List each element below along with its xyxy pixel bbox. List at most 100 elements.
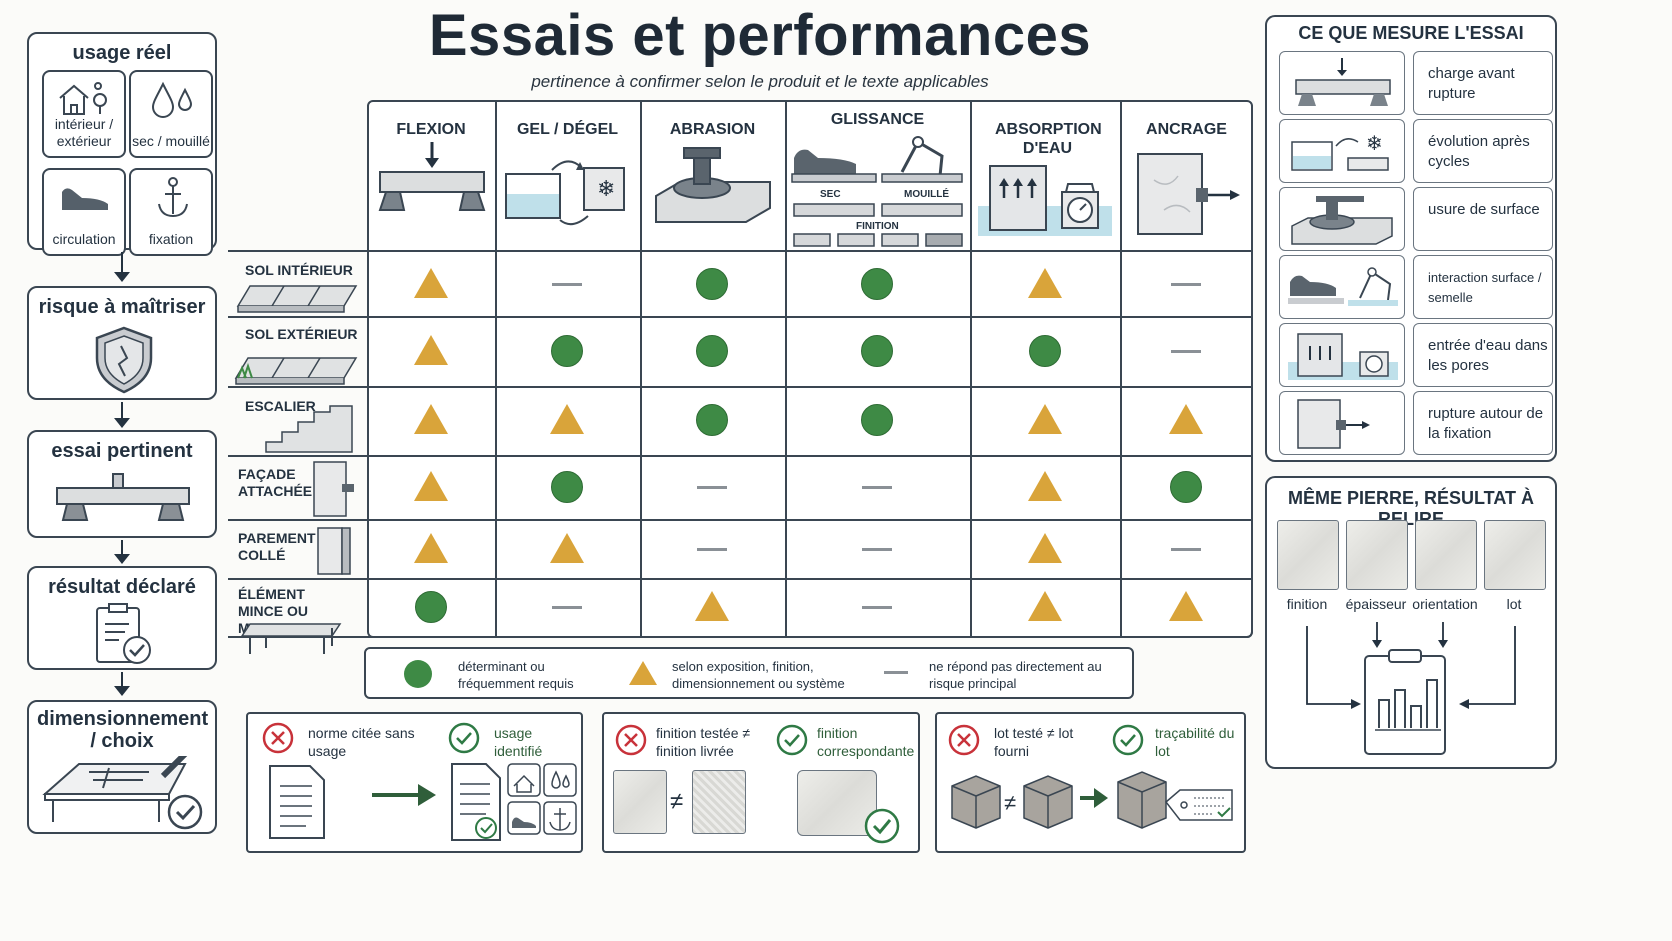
measure-row: ❄ évolution après cycles [1279, 119, 1553, 183]
measure-picture [1279, 391, 1405, 455]
matrix-marker-dash [1171, 350, 1201, 353]
absorption-illustration [978, 165, 1112, 236]
measure-textbox: charge avant rupture [1413, 51, 1553, 115]
arrow-right-icon [372, 784, 436, 806]
matrix-marker-triangle [1169, 591, 1203, 621]
glissance-finition-label: FINITION [856, 221, 899, 232]
box-tag-icon [1117, 771, 1233, 829]
cross-icon [615, 724, 647, 756]
measure-text: interaction surface / semelle [1428, 270, 1542, 305]
outdoor-floor-icon [234, 357, 358, 385]
grid-line [228, 455, 1253, 457]
matrix-marker-triangle [414, 268, 448, 298]
delivered-finish-sample [692, 770, 746, 834]
matrix-marker-triangle [1169, 404, 1203, 434]
legend-circle-icon [404, 660, 432, 688]
step-risque: risque à maîtriser [27, 286, 217, 400]
panel2-bad-text: finition testée ≠ finition livrée [656, 725, 751, 759]
grid-line [228, 519, 1253, 521]
floor-tiles-icon [236, 285, 358, 313]
not-equal-sign: ≠ [670, 788, 684, 815]
step-label: essai pertinent [51, 440, 193, 462]
slip-test-illustration [791, 136, 963, 247]
grid-line [495, 100, 497, 638]
table-furniture-icon [240, 623, 342, 654]
slip-icon [1288, 267, 1398, 306]
matrix-rows-frame [228, 250, 1253, 638]
grid-line [785, 100, 787, 638]
flexion-test-illustration [378, 142, 486, 211]
grid-line [640, 100, 642, 638]
matrix-marker-circle [861, 404, 893, 436]
grid-line [228, 316, 1253, 318]
legend-dash-text: ne répond pas directement au risque prin… [929, 659, 1102, 691]
step-label: risque à maîtriser [38, 296, 206, 318]
matrix-marker-triangle [414, 471, 448, 501]
matrix-marker-dash [552, 606, 582, 609]
legend-box [364, 647, 1134, 699]
document-usage-icon [451, 763, 577, 841]
measure-picture [1279, 323, 1405, 387]
glissance-sec-label: SEC [820, 189, 841, 200]
tile-label: sec / mouillé [132, 133, 210, 149]
stone-sample [1277, 520, 1339, 590]
matrix-marker-dash [862, 606, 892, 609]
matrix-marker-circle [861, 335, 893, 367]
matrix-marker-triangle [414, 335, 448, 365]
flow-arrow [114, 540, 130, 564]
matrix-marker-triangle [1028, 471, 1062, 501]
glissance-mouille-label: MOUILLÉ [904, 189, 949, 200]
matrix-marker-dash [697, 486, 727, 489]
flexion-beam-icon [56, 473, 190, 521]
measure-picture [1279, 51, 1405, 115]
grid-line [970, 100, 972, 638]
matrix-marker-circle [1029, 335, 1061, 367]
measure-textbox: interaction surface / semelle [1413, 255, 1553, 319]
check-icon [448, 722, 480, 754]
tile-circulation: circulation [42, 168, 126, 256]
col-absorption: ABSORPTION D'EAU [995, 121, 1102, 157]
row-label-sol-exterieur: SOL EXTÉRIEUR [245, 326, 358, 342]
check-icon [864, 808, 900, 844]
step-label: résultat déclaré [48, 576, 196, 598]
table-pencil-icon [42, 756, 203, 830]
panel3-good-text: traçabilité du lot [1155, 725, 1235, 759]
tile-fixation: fixation [129, 168, 213, 256]
matrix-marker-circle [415, 591, 447, 623]
freeze-cycle-icon: ❄ [1291, 131, 1389, 171]
parement-icon [317, 527, 351, 575]
factor-label: épaisseur [1345, 596, 1407, 612]
svg-text:❄: ❄ [597, 177, 615, 202]
matrix-marker-triangle [414, 404, 448, 434]
abrasion-icon [1291, 196, 1393, 245]
measure-row: charge avant rupture [1279, 51, 1553, 115]
panel1-bad-text: norme citée sans usage [308, 725, 415, 759]
matrix-marker-circle [551, 471, 583, 503]
step-resultat: résultat déclaré [27, 566, 217, 670]
legend-triangle-icon [629, 661, 657, 685]
measure-text: rupture autour de la fixation [1428, 405, 1544, 442]
factor-label: lot [1506, 596, 1522, 612]
measure-picture [1279, 255, 1405, 319]
step-dimensionnement: dimensionnement / choix [27, 700, 217, 834]
cross-icon [262, 722, 294, 754]
check-icon [1112, 724, 1144, 756]
tile-label: intérieur / extérieur [54, 116, 114, 149]
measure-text: évolution après cycles [1428, 133, 1530, 170]
box-icon [1023, 775, 1073, 829]
row-label-escalier: ESCALIER [245, 398, 316, 414]
tile-label: circulation [52, 231, 116, 247]
matrix-marker-triangle [695, 591, 729, 621]
clipboard-check-icon [96, 603, 151, 664]
panel2-good-text: finition correspondante [817, 725, 915, 759]
panel1-good-text: usage identifié [494, 725, 543, 759]
tile-sec-mouille: sec / mouillé [129, 70, 213, 158]
matching-finish-sample [797, 770, 877, 836]
same-stone-panel: MÊME PIERRE, RÉSULTAT À RELIRE finition … [1265, 476, 1557, 769]
matrix-marker-dash [1171, 548, 1201, 551]
col-flexion: FLEXION [396, 121, 466, 138]
usage-reel-panel: usage réel intérieur / extérieur sec / m… [27, 32, 217, 256]
matrix-marker-triangle [1028, 404, 1062, 434]
flow-arrow [114, 672, 130, 696]
tile-interieur-exterieur: intérieur / extérieur [42, 70, 126, 158]
